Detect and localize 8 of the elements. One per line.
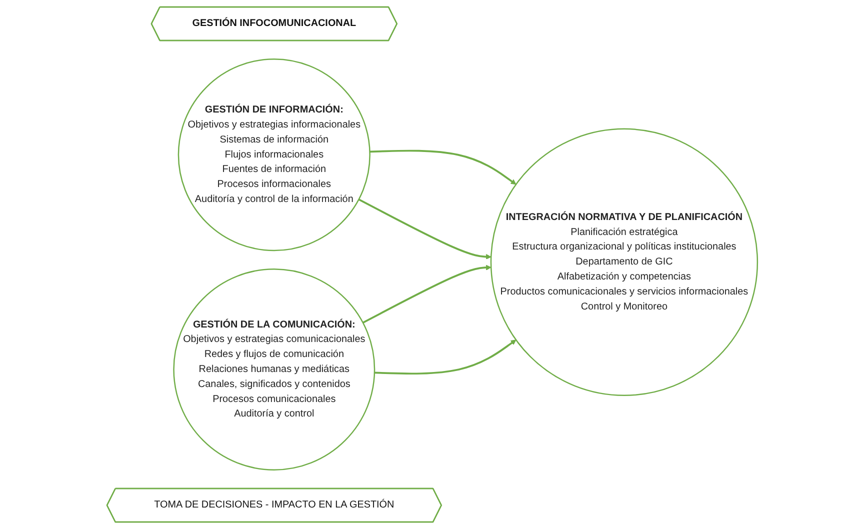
- node-circle: [490, 128, 758, 396]
- arrow: [370, 150, 516, 185]
- arrow: [362, 264, 492, 324]
- diagram: GESTIÓN INFOCOMUNICACIONAL GESTIÓN DE INFORMACIÓN: Objetivos y estrategias informacionales Sistemas de información Flujos informacionales Fuentes de información Procesos informacionales Auditoría y control de la información INTEGRACIÓN NORMATIVA Y DE PLANIFICACIÓN Planificación estratégica Estructura organizacional y políticas institucionales Departamento de GIC Alfabetización y competencias Productos comunicacionales y servicios informacionales Control y Monitoreo GESTIÓN DE LA COMUNICACIÓN: Objetivos y estrategias comunicacionales Redes y flujos de comunicación Relaciones humanas y mediáticas Canales, significados y contenidos Procesos comunicacionales Auditoría y control TOMA DE DECISIONES - IMPACTO EN LA GESTIÓN: [102, 2, 762, 527]
- node-circle: [178, 58, 370, 252]
- arrow: [374, 340, 516, 375]
- node-circle: [172, 268, 375, 470]
- arrow: [358, 198, 492, 260]
